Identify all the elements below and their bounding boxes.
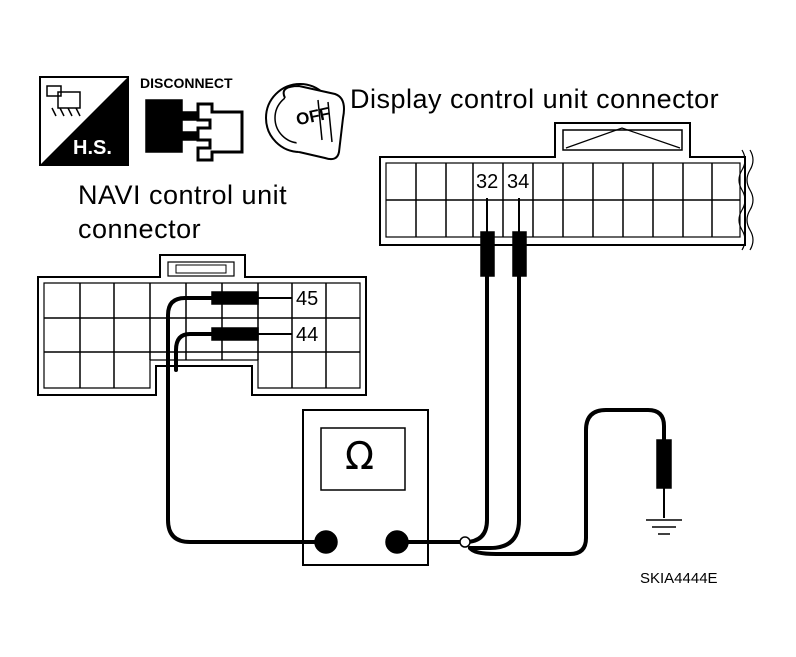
- ohm-symbol: Ω: [345, 434, 375, 478]
- pin-32-label: 32: [476, 171, 499, 193]
- navi-probes: [211, 291, 292, 341]
- display-connector-label: Display control unit connector: [350, 84, 720, 114]
- ignition-key-icon: [265, 83, 345, 161]
- navi-connector: [37, 254, 367, 396]
- display-probes: [480, 198, 527, 277]
- hs-label: H.S.: [73, 137, 112, 159]
- figure-id: SKIA4444E: [640, 570, 718, 587]
- disconnect-label: DISCONNECT: [140, 75, 233, 91]
- disconnect-icon: [145, 99, 244, 162]
- junction-node: [459, 536, 471, 548]
- ground-probe: [646, 439, 682, 535]
- display-connector: [379, 122, 754, 251]
- navi-connector-label-line1: NAVI control unit: [78, 180, 288, 210]
- pin-34-label: 34: [507, 171, 530, 193]
- navi-connector-label-line2: connector: [78, 214, 202, 244]
- hs-icon: [39, 76, 129, 166]
- pin-44-label: 44: [296, 324, 319, 346]
- ohmmeter: [302, 409, 429, 566]
- pin-45-label: 45: [296, 288, 319, 310]
